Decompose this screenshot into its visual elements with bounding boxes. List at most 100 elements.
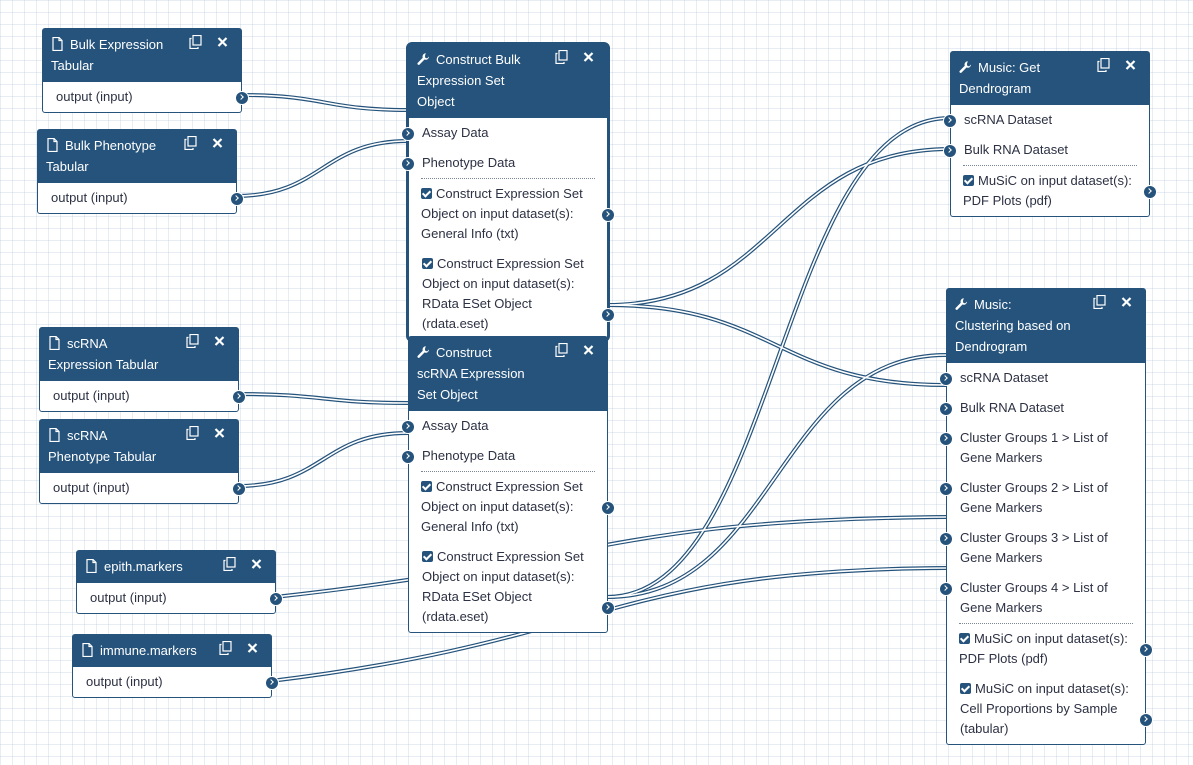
output-terminal[interactable] bbox=[1144, 186, 1156, 198]
copy-icon[interactable] bbox=[223, 557, 236, 571]
input-terminal[interactable] bbox=[944, 145, 956, 157]
input-label: Assay Data bbox=[422, 125, 489, 140]
checkbox-checked-icon[interactable] bbox=[422, 258, 433, 269]
node-header[interactable]: scRNA Phenotype Tabular bbox=[40, 420, 238, 473]
file-icon bbox=[49, 336, 60, 350]
wire-bulk-eset-to-dendro-bulk bbox=[606, 147, 951, 307]
input-row: Cluster Groups 3 > List of Gene Markers bbox=[940, 523, 1145, 573]
input-terminal[interactable] bbox=[940, 373, 952, 385]
wire-scrna-eset-to-dendro-sc bbox=[606, 116, 951, 599]
node-header[interactable]: scRNA Expression Tabular bbox=[40, 328, 238, 381]
node-construct-scrna-eset[interactable]: Construct scRNA Expression Set Object As… bbox=[402, 336, 614, 633]
node-scrna-expression-tabular[interactable]: scRNA Expression Tabular output (input) bbox=[39, 327, 245, 412]
copy-icon[interactable] bbox=[189, 35, 202, 49]
node-music-clustering[interactable]: Music: Clustering based on Dendrogram sc… bbox=[940, 288, 1152, 745]
node-title: Music: Get Dendrogram bbox=[959, 60, 1041, 96]
input-terminal[interactable] bbox=[940, 403, 952, 415]
output-terminal[interactable] bbox=[602, 602, 614, 614]
close-icon[interactable] bbox=[582, 50, 595, 64]
output-terminal[interactable] bbox=[233, 391, 245, 403]
copy-icon[interactable] bbox=[186, 426, 199, 440]
close-icon[interactable] bbox=[213, 334, 226, 348]
input-row: Phenotype Data bbox=[402, 148, 607, 178]
output-row: MuSiC on input dataset(s): Cell Proporti… bbox=[947, 674, 1152, 744]
node-header[interactable]: Bulk Phenotype Tabular bbox=[38, 130, 236, 183]
close-icon[interactable] bbox=[1120, 295, 1133, 309]
node-bulk-phenotype-tabular[interactable]: Bulk Phenotype Tabular output (input) bbox=[37, 129, 243, 214]
close-icon[interactable] bbox=[213, 426, 226, 440]
input-label: Cluster Groups 4 > List of Gene Markers bbox=[960, 580, 1108, 615]
node-header[interactable]: epith.markers bbox=[77, 551, 275, 583]
input-terminal[interactable] bbox=[940, 483, 952, 495]
input-label: Cluster Groups 3 > List of Gene Markers bbox=[960, 530, 1108, 565]
output-terminal[interactable] bbox=[602, 209, 614, 221]
checkbox-checked-icon[interactable] bbox=[422, 551, 433, 562]
copy-icon[interactable] bbox=[184, 136, 197, 150]
close-icon[interactable] bbox=[246, 641, 259, 655]
input-terminal[interactable] bbox=[940, 583, 952, 595]
input-terminal[interactable] bbox=[940, 533, 952, 545]
output-row: output (input) bbox=[40, 381, 245, 411]
node-header[interactable]: Construct Bulk Expression Set Object bbox=[409, 45, 607, 118]
output-row: output (input) bbox=[77, 583, 282, 613]
output-terminal[interactable] bbox=[602, 309, 614, 321]
input-terminal[interactable] bbox=[944, 115, 956, 127]
close-icon[interactable] bbox=[582, 343, 595, 357]
output-terminal[interactable] bbox=[231, 193, 243, 205]
copy-icon[interactable] bbox=[1093, 295, 1106, 309]
output-row: Construct Expression Set Object on input… bbox=[409, 542, 614, 632]
input-terminal[interactable] bbox=[402, 158, 414, 170]
output-terminal[interactable] bbox=[266, 677, 278, 689]
node-header[interactable]: Construct scRNA Expression Set Object bbox=[409, 337, 607, 411]
close-icon[interactable] bbox=[211, 136, 224, 150]
copy-icon[interactable] bbox=[186, 334, 199, 348]
input-row: scRNA Dataset bbox=[944, 105, 1149, 135]
output-row: Construct Expression Set Object on input… bbox=[421, 178, 614, 249]
checkbox-checked-icon[interactable] bbox=[421, 481, 432, 492]
node-header[interactable]: immune.markers bbox=[73, 635, 271, 667]
copy-icon[interactable] bbox=[555, 343, 568, 357]
input-row: Phenotype Data bbox=[402, 441, 607, 471]
copy-icon[interactable] bbox=[555, 50, 568, 64]
input-label: Assay Data bbox=[422, 418, 489, 433]
checkbox-checked-icon[interactable] bbox=[960, 683, 971, 694]
node-header[interactable]: Bulk Expression Tabular bbox=[43, 29, 241, 82]
input-terminal[interactable] bbox=[402, 451, 414, 463]
node-title: scRNA Expression Tabular bbox=[48, 336, 159, 372]
output-terminal[interactable] bbox=[602, 502, 614, 514]
output-terminal[interactable] bbox=[270, 593, 282, 605]
checkbox-checked-icon[interactable] bbox=[421, 188, 432, 199]
node-header[interactable]: Music: Get Dendrogram bbox=[951, 52, 1149, 105]
output-row: MuSiC on input dataset(s): PDF Plots (pd… bbox=[959, 623, 1152, 674]
node-bulk-expression-tabular[interactable]: Bulk Expression Tabular output (input) bbox=[42, 28, 248, 113]
output-terminal[interactable] bbox=[1140, 644, 1152, 656]
wrench-icon bbox=[417, 346, 430, 358]
output-terminal[interactable] bbox=[233, 483, 245, 495]
checkbox-checked-icon[interactable] bbox=[959, 633, 970, 644]
output-terminal[interactable] bbox=[1140, 714, 1152, 726]
input-terminal[interactable] bbox=[402, 128, 414, 140]
input-terminal[interactable] bbox=[940, 433, 952, 445]
file-icon bbox=[82, 643, 93, 657]
input-label: Cluster Groups 2 > List of Gene Markers bbox=[960, 480, 1108, 515]
copy-icon[interactable] bbox=[1097, 58, 1110, 72]
node-music-get-dendrogram[interactable]: Music: Get Dendrogram scRNA Dataset Bulk… bbox=[944, 51, 1156, 217]
close-icon[interactable] bbox=[250, 557, 263, 571]
node-epith-markers[interactable]: epith.markers output (input) bbox=[76, 550, 282, 614]
output-terminal[interactable] bbox=[236, 92, 248, 104]
file-icon bbox=[47, 138, 58, 152]
input-terminal[interactable] bbox=[402, 421, 414, 433]
input-label: Phenotype Data bbox=[422, 155, 516, 170]
output-label: output (input) bbox=[53, 388, 130, 403]
node-title: Bulk Expression Tabular bbox=[51, 37, 164, 73]
node-construct-bulk-eset[interactable]: Construct Bulk Expression Set Object Ass… bbox=[402, 42, 614, 342]
node-scrna-phenotype-tabular[interactable]: scRNA Phenotype Tabular output (input) bbox=[39, 419, 245, 504]
node-immune-markers[interactable]: immune.markers output (input) bbox=[72, 634, 278, 698]
close-icon[interactable] bbox=[216, 35, 229, 49]
copy-icon[interactable] bbox=[219, 641, 232, 655]
close-icon[interactable] bbox=[1124, 58, 1137, 72]
output-row: Construct Expression Set Object on input… bbox=[421, 471, 614, 542]
input-row: scRNA Dataset bbox=[940, 363, 1145, 393]
node-header[interactable]: Music: Clustering based on Dendrogram bbox=[947, 289, 1145, 363]
checkbox-checked-icon[interactable] bbox=[963, 175, 974, 186]
